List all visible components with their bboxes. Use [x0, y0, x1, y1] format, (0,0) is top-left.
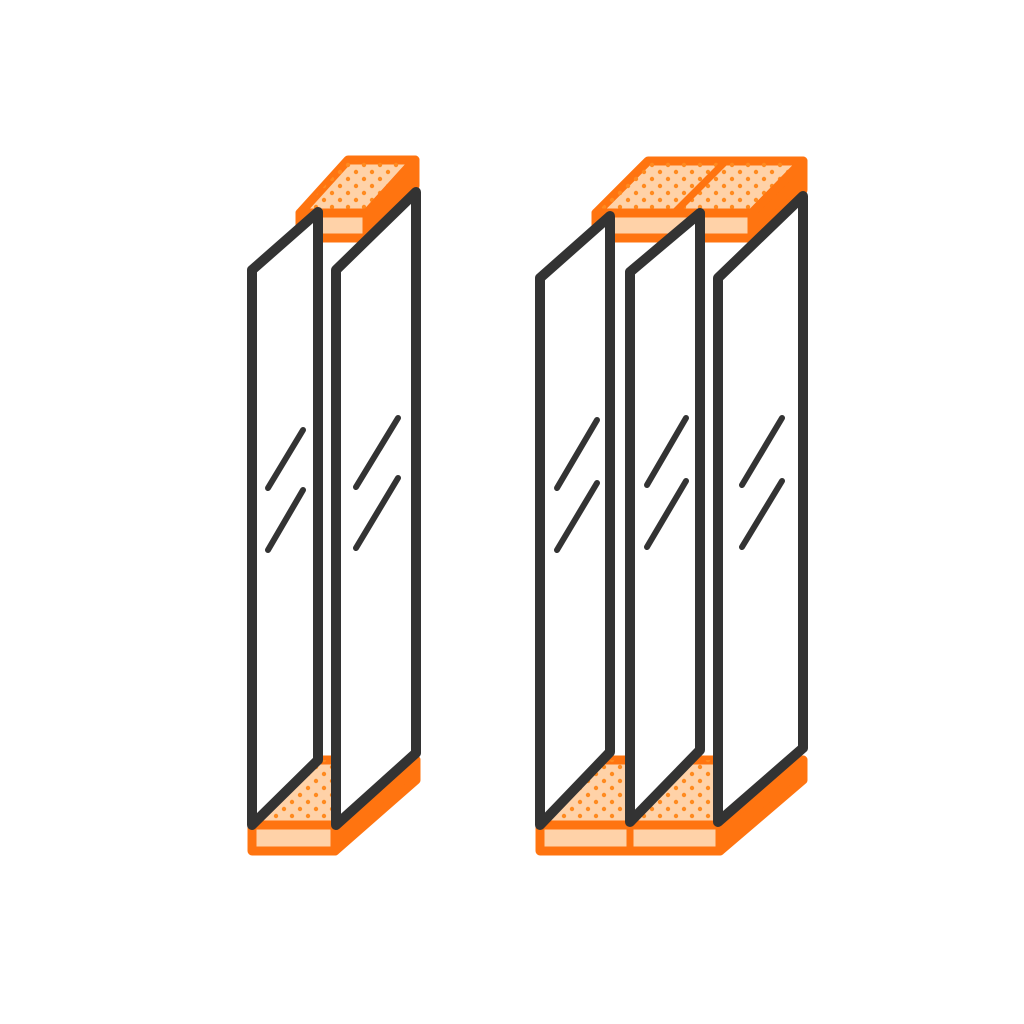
- reflection-lines-icon: [265, 487, 306, 553]
- glass-pane: [625, 208, 705, 827]
- glass-pane: [713, 191, 808, 827]
- reflection-lines-icon: [265, 427, 306, 491]
- reflection-lines-icon: [554, 417, 600, 491]
- reflection-lines-icon: [353, 475, 401, 551]
- glass-pane: [331, 187, 421, 830]
- reflection-lines-icon: [644, 415, 689, 488]
- reflection-lines-icon: [739, 478, 785, 550]
- reflection-lines-icon: [554, 480, 600, 553]
- reflection-lines-icon: [739, 415, 785, 488]
- triple-glazing-unit: [535, 156, 808, 856]
- reflection-lines-icon: [644, 478, 689, 550]
- glass-pane: [247, 207, 323, 830]
- glass-pane: [535, 211, 615, 830]
- double-glazing-unit: [247, 155, 421, 856]
- reflection-lines-icon: [353, 415, 401, 490]
